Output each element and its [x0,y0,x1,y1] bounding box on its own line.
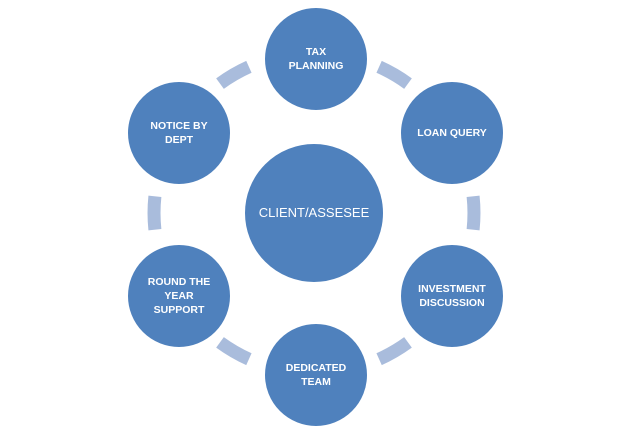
cycle-connector-arc [216,60,252,89]
cycle-connector-arc [216,337,252,366]
cycle-node-notice-by-dept: NOTICE BY DEPT [126,80,232,186]
cycle-node-round-the-year-support: ROUND THE YEAR SUPPORT [126,243,232,349]
center-node-label: CLIENT/ASSESEE [258,205,370,221]
cycle-node-loan-query: LOAN QUERY [399,80,505,186]
cycle-node-investment-discussion: INVESTMENT DISCUSSION [399,243,505,349]
cycle-node-label: LOAN QUERY [417,126,487,139]
cycle-node-label: TAX PLANNING [288,45,344,72]
cycle-connector-arc [147,195,162,231]
cycle-node-label: ROUND THE YEAR SUPPORT [147,275,211,317]
cycle-connector-arc [376,60,412,89]
cycle-node-dedicated-team: DEDICATED TEAM [263,322,369,426]
cycle-node-tax-planning: TAX PLANNING [263,6,369,112]
cycle-node-label: DEDICATED TEAM [285,361,347,388]
cycle-node-label: NOTICE BY DEPT [150,119,208,146]
center-node-client-assesee: CLIENT/ASSESEE [243,142,385,284]
cycle-node-label: INVESTMENT DISCUSSION [418,282,486,309]
cycle-connector-arc [466,195,481,231]
cycle-connector-arc [376,337,412,366]
